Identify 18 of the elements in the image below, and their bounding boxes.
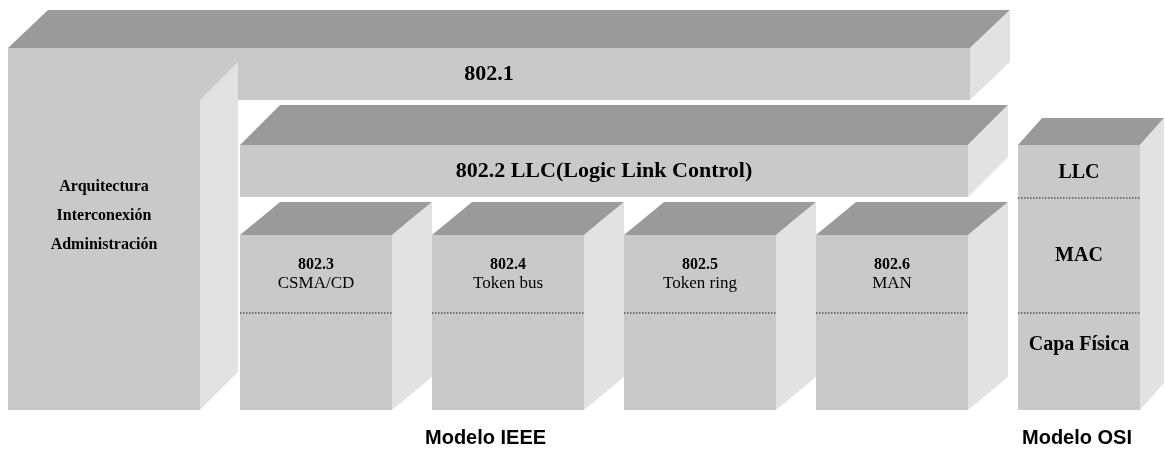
block-label: Administración bbox=[49, 234, 159, 253]
standard-name: CSMA/CD bbox=[276, 273, 356, 293]
standard-number: 802.6 bbox=[873, 254, 911, 273]
layer-label: Capa Física bbox=[1028, 331, 1130, 355]
layer-label: MAC bbox=[1054, 242, 1104, 266]
model-caption: Modelo OSI bbox=[1022, 426, 1132, 449]
block-label: 802.2 LLC(Logic Link Control) bbox=[454, 157, 754, 182]
block-label: Arquitectura bbox=[58, 176, 150, 195]
standard-number: 802.3 bbox=[297, 254, 335, 273]
block-label: 802.1 bbox=[463, 60, 515, 85]
block-label: Interconexión bbox=[55, 205, 153, 224]
standard-name: Token ring bbox=[662, 273, 738, 293]
standard-number: 802.5 bbox=[681, 254, 719, 273]
standard-number: 802.4 bbox=[489, 254, 527, 273]
standard-name: Token bus bbox=[471, 273, 545, 293]
layer-label: LLC bbox=[1057, 159, 1101, 183]
standard-name: MAN bbox=[871, 273, 913, 293]
model-caption: Modelo IEEE bbox=[425, 426, 547, 449]
